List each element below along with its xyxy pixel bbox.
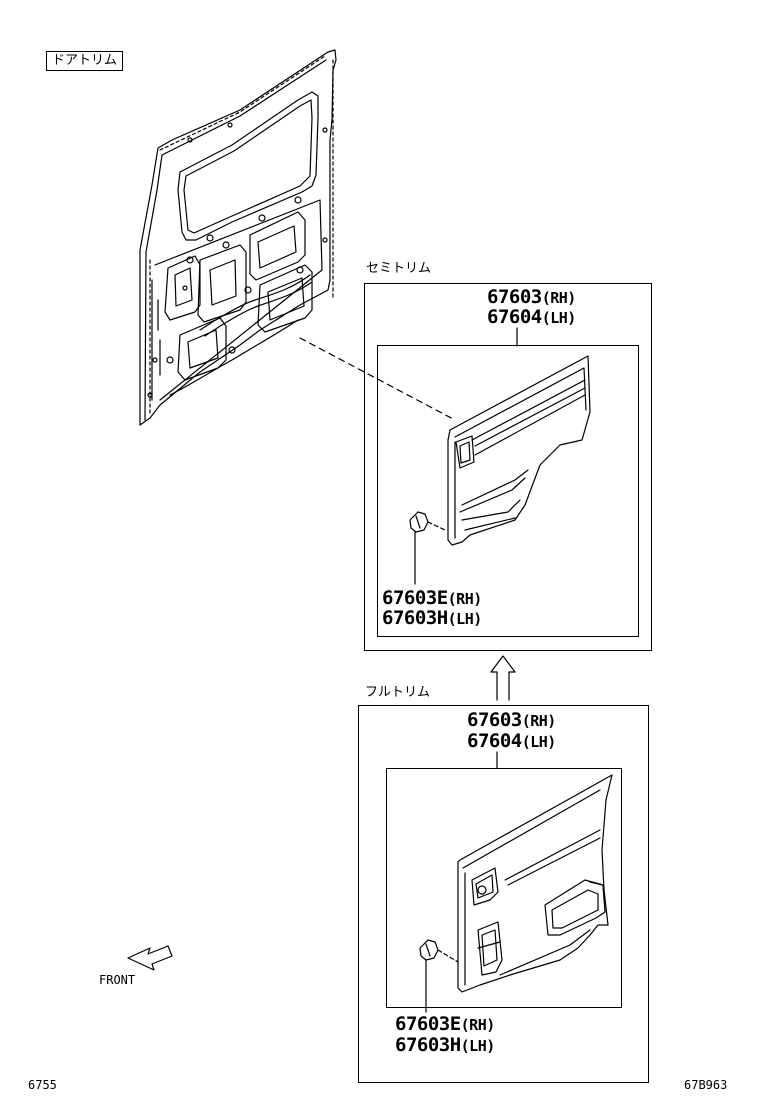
full-trim-inner-frame <box>386 768 622 1008</box>
full-trim-clip <box>419 939 459 1013</box>
full-trim-clip-part-number: 67603H(LH) <box>395 1034 495 1056</box>
semi-trim-outer-frame <box>364 283 652 651</box>
full-trim-panel <box>457 774 613 993</box>
front-direction-label: FRONT <box>99 973 136 987</box>
full-trim-outer-frame <box>358 705 649 1083</box>
section-label-door-trim: ドアトリム <box>46 51 124 71</box>
full-trim-label: フルトリム <box>365 685 431 700</box>
semi-trim-inner-frame <box>377 345 639 637</box>
door-inner-panel <box>139 49 337 426</box>
page-code: 6755 <box>28 1078 57 1092</box>
full-trim-part-number: 67603(RH) <box>467 709 556 731</box>
semi-trim-label: セミトリム <box>366 261 432 276</box>
figure-code: 67B963 <box>684 1078 728 1092</box>
semi-trim-clip-part-number: 67603E(RH) <box>382 587 482 609</box>
semi-trim-part-number: 67604(LH) <box>487 306 576 328</box>
flow-arrow <box>490 655 516 701</box>
front-arrow-icon <box>127 945 173 971</box>
semi-trim-panel <box>447 355 591 546</box>
semi-trim-clip <box>409 511 446 585</box>
full-trim-part-number: 67604(LH) <box>467 730 556 752</box>
full-trim-clip-part-number: 67603E(RH) <box>395 1013 495 1035</box>
semi-trim-clip-part-number: 67603H(LH) <box>382 607 482 629</box>
semi-trim-part-number: 67603(RH) <box>487 286 576 308</box>
